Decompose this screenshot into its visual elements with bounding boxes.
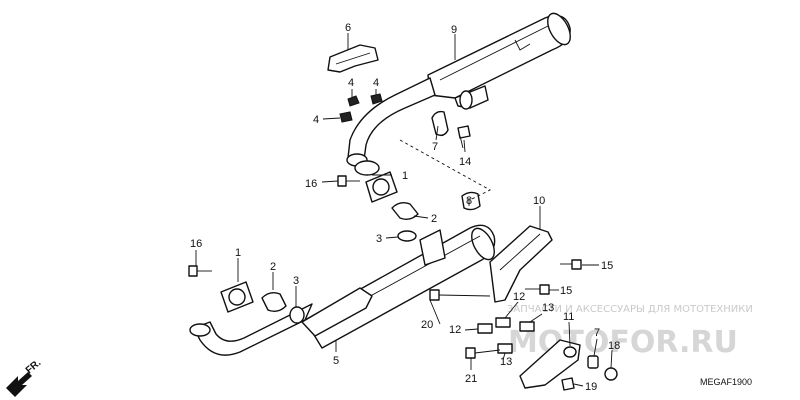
bolt-19 (561, 377, 575, 391)
collar-13a (519, 321, 535, 332)
collar-lower (261, 291, 287, 313)
collar-upper (391, 201, 419, 221)
stud-bolt-16b (188, 265, 212, 277)
callout-13a: 13 (542, 302, 554, 314)
callout-3b: 3 (293, 275, 299, 287)
bolt-15a (560, 259, 582, 270)
clamp-4a (347, 95, 360, 107)
band-upper (431, 110, 449, 137)
watermark-logo: MOTOFOR.RU (508, 325, 738, 360)
callout-20: 20 (421, 319, 433, 331)
callout-19: 19 (585, 381, 597, 393)
bolt-14 (457, 125, 471, 149)
callout-4c: 4 (313, 114, 319, 126)
callout-12b: 12 (449, 324, 461, 336)
front-direction-indicator: FR. (6, 357, 43, 397)
heat-shield-lower (301, 287, 373, 337)
rubber-cap-8 (461, 191, 481, 211)
callout-4b: 4 (373, 77, 379, 89)
collar-12a (495, 317, 511, 328)
callout-7a: 7 (432, 141, 438, 153)
ring-gasket-upper (397, 230, 417, 242)
callout-6: 6 (345, 22, 351, 34)
collar-13b (497, 343, 513, 354)
callout-2b: 2 (270, 261, 276, 273)
upper-exhaust-pipe (347, 77, 436, 161)
bolt-21 (465, 347, 501, 359)
clamp-4c (339, 111, 353, 123)
callout-1b: 1 (235, 247, 241, 259)
callout-1a: 1 (402, 170, 408, 182)
callout-7b: 7 (594, 327, 600, 339)
callout-5: 5 (333, 355, 339, 367)
leader-lines (195, 33, 613, 387)
stud-bolt-16a (337, 175, 360, 187)
ring-gasket-lower (289, 306, 305, 324)
lower-muffler (304, 224, 496, 349)
callout-12a: 12 (513, 291, 525, 303)
collar-12b (477, 323, 493, 334)
callout-21: 21 (465, 373, 477, 385)
muffler-bracket (489, 225, 553, 303)
nut-18 (604, 367, 618, 381)
callout-4a: 4 (348, 77, 354, 89)
callout-15a: 15 (601, 260, 613, 272)
clamp-4b (370, 93, 383, 105)
callout-18: 18 (608, 340, 620, 352)
callout-11: 11 (563, 311, 574, 323)
callout-9: 9 (451, 24, 457, 36)
bolt-15b (525, 284, 550, 295)
callout-labels: 6 9 4 4 4 7 14 1 16 2 3 8 16 1 2 3 5 10 … (190, 22, 620, 393)
diagram-code: MEGAF1900 (700, 377, 752, 387)
callout-15b: 15 (560, 285, 572, 297)
callout-13b: 13 (500, 356, 512, 368)
lower-exhaust-pipe (193, 303, 313, 356)
callout-10: 10 (533, 195, 545, 207)
watermark-caption: ЗАПЧАСТИ И АКСЕССУАРЫ ДЛЯ МОТОТЕХНИКИ (507, 304, 753, 315)
callout-2a: 2 (431, 213, 437, 225)
callout-16b: 16 (190, 238, 202, 250)
bolt-20 (429, 289, 491, 301)
callout-14: 14 (459, 156, 471, 168)
rubber-7b (587, 355, 599, 369)
front-arrow-icon (6, 372, 32, 397)
callout-3a: 3 (376, 233, 382, 245)
callout-16a: 16 (305, 178, 317, 190)
callout-8: 8 (466, 195, 472, 207)
